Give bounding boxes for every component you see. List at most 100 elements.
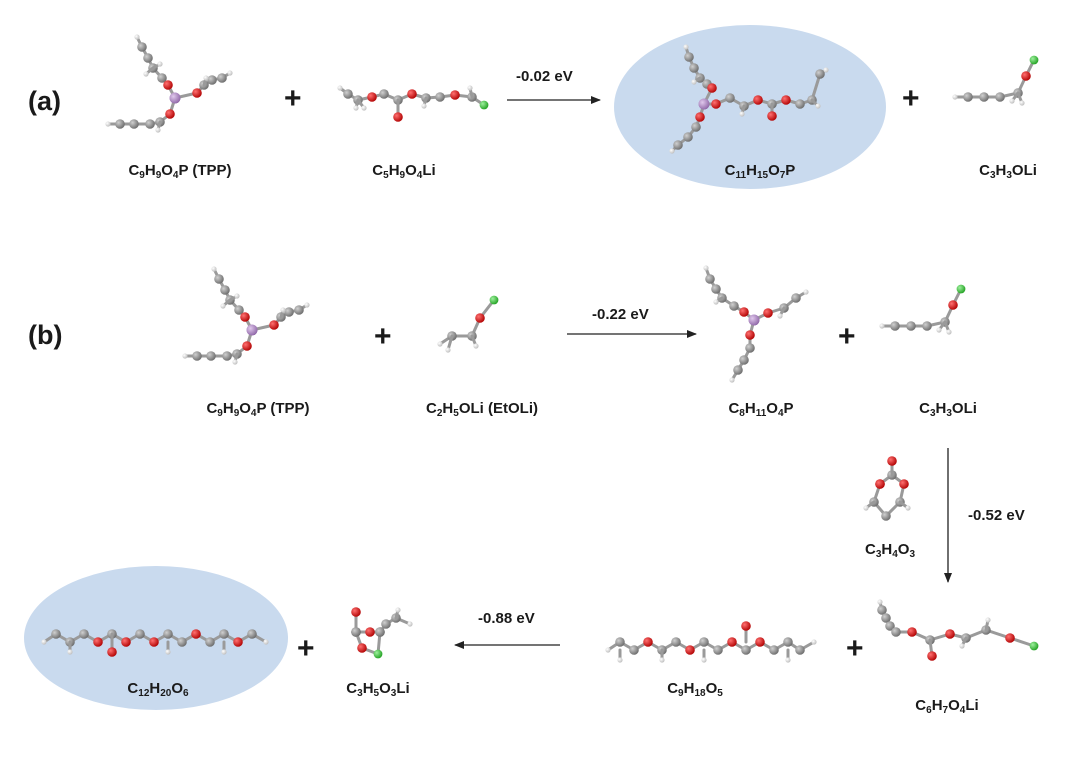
hydrogen-atom [823,67,829,73]
carbon-atom [881,511,891,521]
oxygen-atom [165,109,175,119]
oxygen-atom [741,621,751,631]
carbon-atom [615,637,625,647]
carbon-atom [791,293,801,303]
oxygen-atom [695,112,705,122]
carbon-atom [217,73,227,83]
molecule-c3h3oli-a [952,55,1039,106]
carbon-atom [207,75,217,85]
hydrogen-atom [220,303,226,309]
oxygen-atom [107,647,117,657]
oxygen-atom [475,313,485,323]
hydrogen-atom [952,94,958,100]
oxygen-atom [948,300,958,310]
energy-label-b2: -0.52 eV [968,507,1025,524]
molecule-c6h7o4li [877,599,1039,661]
oxygen-atom [121,637,131,647]
carbon-atom [739,355,749,365]
formula-c2h5oli-etoli: C2H5OLi (EtOLi) [426,400,538,419]
hydrogen-atom [67,649,73,655]
oxygen-atom [899,479,909,489]
hydrogen-atom [304,302,310,308]
carbon-atom [683,132,693,142]
hydrogen-atom [669,148,675,154]
oxygen-atom [875,479,885,489]
lithium-atom [1029,641,1039,651]
hydrogen-atom [221,649,227,655]
molecule-c3h5o3li [351,607,413,659]
hydrogen-atom [227,70,233,76]
carbon-atom [684,52,694,62]
formula-c9h9o4p-tpp-b: C9H9O4P (TPP) [206,400,310,419]
molecule-tpp-a [105,34,233,133]
hydrogen-atom [985,617,991,623]
carbon-atom [205,637,215,647]
hydrogen-atom [703,265,709,271]
carbon-atom [381,619,391,629]
carbon-atom [115,119,125,129]
carbon-atom [699,637,709,647]
hydrogen-atom [729,377,735,383]
hydrogen-atom [473,343,479,349]
oxygen-atom [365,627,375,637]
oxygen-atom [945,629,955,639]
hydrogen-atom [421,103,427,109]
carbon-atom [815,69,825,79]
oxygen-atom [191,629,201,639]
oxygen-atom [781,95,791,105]
formula-c9h18o5: C9H18O5 [667,680,723,699]
lithium-atom [1029,55,1039,65]
molecule-ec [863,456,911,521]
oxygen-atom [450,90,460,100]
molecule-c11h15o7p [669,44,829,154]
molecule-c8h11o4p [703,265,809,383]
carbon-atom [157,73,167,83]
oxygen-atom [739,307,749,317]
hydrogen-atom [203,75,209,81]
hydrogen-atom [879,323,885,329]
carbon-atom [143,53,153,63]
oxygen-atom [927,651,937,661]
phosphorus-atom [698,98,710,110]
oxygen-atom [351,607,361,617]
hydrogen-atom [157,61,163,67]
hydrogen-atom [165,649,171,655]
carbon-atom [783,637,793,647]
oxygen-atom [192,88,202,98]
oxygen-atom [233,637,243,647]
lithium-atom [956,284,966,294]
carbon-atom [79,629,89,639]
oxygen-atom [763,308,773,318]
carbon-atom [705,274,715,284]
hydrogen-atom [713,299,719,305]
oxygen-atom [685,645,695,655]
oxygen-atom [767,111,777,121]
hydrogen-atom [263,639,269,645]
carbon-atom [906,321,916,331]
hydrogen-atom [134,34,140,40]
carbon-atom [435,92,445,102]
hydrogen-atom [211,266,217,272]
oxygen-atom [357,643,367,653]
oxygen-atom [711,99,721,109]
energy-label-a: -0.02 eV [516,68,573,85]
oxygen-atom [149,637,159,647]
hydrogen-atom [407,621,413,627]
hydrogen-atom [1019,100,1025,106]
oxygen-atom [242,341,252,351]
carbon-atom [222,351,232,361]
carbon-atom [769,645,779,655]
oxygen-atom [93,637,103,647]
carbon-atom [351,627,361,637]
carbon-atom [713,645,723,655]
formula-c3h3oli-a: C3H3OLi [979,162,1037,181]
hydrogen-atom [280,307,286,313]
oxygen-atom [163,80,173,90]
carbon-atom [214,274,224,284]
formula-c3h3oli-b: C3H3OLi [919,400,977,419]
lithium-atom [479,100,489,110]
formula-c5h9o4li: C5H9O4Li [372,162,436,181]
hydrogen-atom [946,329,952,335]
carbon-atom [673,140,683,150]
oxygen-atom [1021,71,1031,81]
